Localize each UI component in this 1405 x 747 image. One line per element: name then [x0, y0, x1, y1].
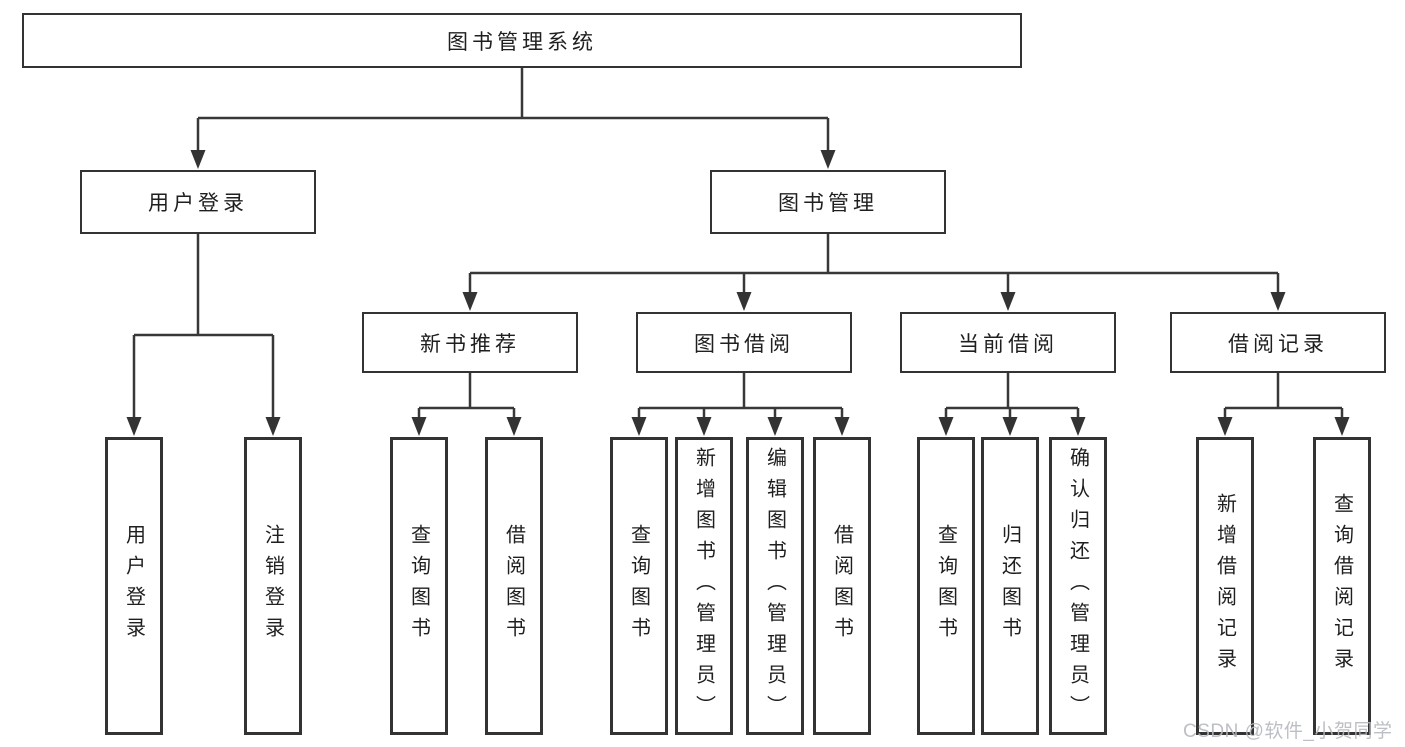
arrowhead — [411, 417, 427, 436]
node-new-book-recommend: 新书推荐 — [362, 312, 578, 373]
arrowhead — [696, 417, 712, 436]
arrowhead — [834, 417, 850, 436]
node-book-mgmt: 图书管理 — [710, 170, 946, 234]
arrowhead — [1002, 417, 1018, 436]
leaf-query-borrow-record: 查询借阅记录 — [1313, 437, 1371, 735]
leaf-edit-book-admin: 编辑图书（管理员） — [746, 437, 804, 735]
arrowhead — [265, 417, 281, 436]
leaf-query-books: 查询图书 — [610, 437, 668, 735]
node-user-login: 用户登录 — [80, 170, 316, 234]
node-book-borrow: 图书借阅 — [636, 312, 852, 373]
connector-new-book-recommend — [411, 373, 522, 436]
leaf-query-books: 查询图书 — [390, 437, 448, 735]
arrowhead — [1000, 292, 1016, 311]
arrowhead — [1270, 292, 1286, 311]
leaf-add-borrow-record: 新增借阅记录 — [1196, 437, 1254, 735]
leaf-borrow-books: 借阅图书 — [813, 437, 871, 735]
arrowhead — [1070, 417, 1086, 436]
watermark: CSDN @软件_小贺同学 — [1183, 721, 1393, 742]
node-borrow-records: 借阅记录 — [1170, 312, 1386, 373]
connector-book-borrow — [631, 373, 850, 436]
leaf-add-book-admin: 新增图书（管理员） — [675, 437, 733, 735]
arrowhead — [1334, 417, 1350, 436]
arrowhead — [462, 292, 478, 311]
leaf-logout: 注销登录 — [244, 437, 302, 735]
arrowhead — [506, 417, 522, 436]
leaf-borrow-books: 借阅图书 — [485, 437, 543, 735]
leaf-return-books: 归还图书 — [981, 437, 1039, 735]
connector-current-borrow — [938, 373, 1086, 436]
connector-user-login — [126, 234, 281, 436]
arrowhead — [631, 417, 647, 436]
arrowhead — [767, 417, 783, 436]
arrowhead — [126, 417, 142, 436]
arrowhead — [820, 150, 836, 169]
leaf-confirm-return-admin: 确认归还（管理员） — [1049, 437, 1107, 735]
connector-book-mgmt — [462, 234, 1286, 311]
connector-root — [190, 68, 836, 169]
arrowhead — [1217, 417, 1233, 436]
leaf-query-books: 查询图书 — [917, 437, 975, 735]
arrowhead — [190, 150, 206, 169]
connector-borrow-records — [1217, 373, 1350, 436]
arrowhead — [736, 292, 752, 311]
arrowhead — [938, 417, 954, 436]
node-current-borrow: 当前借阅 — [900, 312, 1116, 373]
node-root: 图书管理系统 — [22, 13, 1022, 68]
leaf-user-login: 用户登录 — [105, 437, 163, 735]
